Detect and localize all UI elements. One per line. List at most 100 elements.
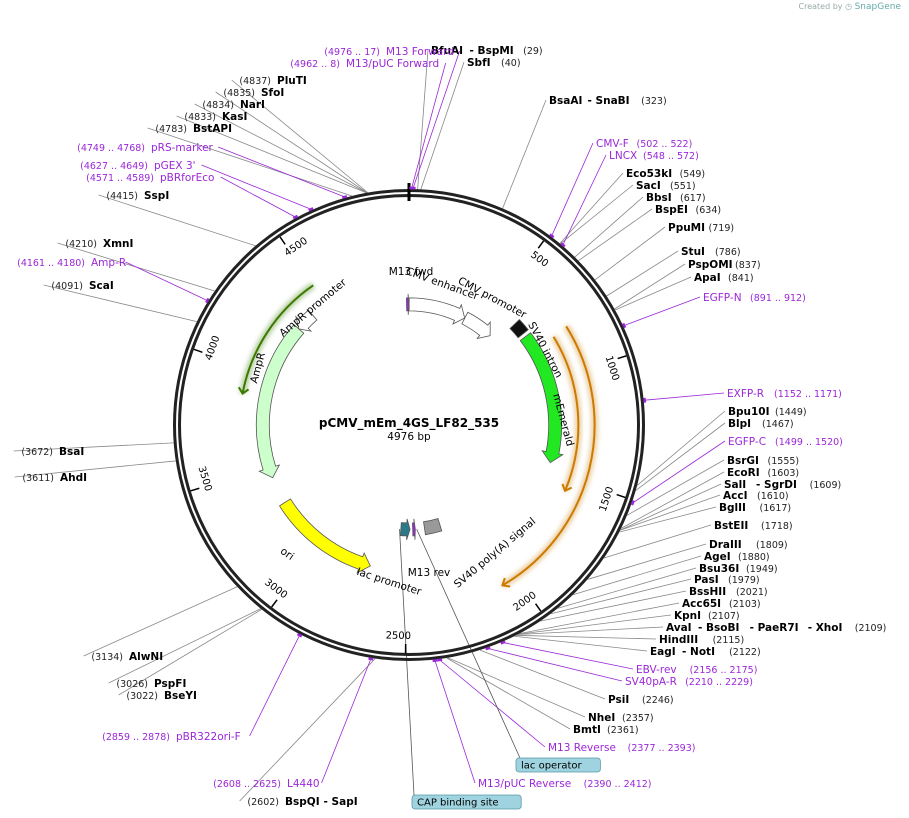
primer-name[interactable]: LNCX: [609, 150, 637, 162]
primer-m13-puc-forward[interactable]: M13/pUC Forward(4962 .. 8): [290, 58, 439, 70]
enzyme-site-kasi[interactable]: (4833)KasI: [184, 111, 247, 123]
enzyme-name[interactable]: KasI: [222, 111, 247, 123]
enzyme-site-saci[interactable]: SacI(551): [636, 180, 696, 192]
primer-exfp-r[interactable]: EXFP-R(1152 .. 1171): [727, 388, 842, 400]
enzyme-site-bsu36i[interactable]: Bsu36I(1949): [699, 563, 778, 575]
enzyme-name[interactable]: AgeI: [704, 551, 731, 563]
feature-shape[interactable]: [406, 293, 410, 315]
primer-name[interactable]: pGEX 3': [154, 160, 196, 172]
primer-egfp-c[interactable]: EGFP-C(1499 .. 1520): [728, 436, 843, 448]
enzyme-site-alwni[interactable]: (3134)AlwNI: [91, 651, 163, 663]
primer-m13-forward[interactable]: M13 Forward(4976 .. 17): [324, 46, 454, 58]
enzyme-name[interactable]: KpnI: [674, 610, 701, 622]
feature-shape[interactable]: [278, 498, 371, 574]
enzyme-name[interactable]: SfoI: [261, 87, 284, 99]
enzyme-site-bspei[interactable]: BspEI(634): [655, 204, 721, 216]
enzyme-site-nhei[interactable]: NheI(2357): [588, 712, 654, 724]
enzyme-name[interactable]: PasI: [694, 574, 719, 586]
enzyme-name[interactable]: SbfI: [467, 57, 491, 69]
primer-name[interactable]: L4440: [287, 778, 320, 790]
enzyme-name[interactable]: AlwNI: [129, 651, 163, 663]
primer-sv40pa-r[interactable]: SV40pA-R(2210 .. 2229): [625, 676, 753, 688]
enzyme-site-pspfi[interactable]: (3026)PspFI: [116, 678, 186, 690]
enzyme-site-blpi[interactable]: BlpI(1467): [728, 418, 794, 430]
enzyme-name[interactable]: SspI: [144, 190, 169, 202]
enzyme-site-scai[interactable]: (4091)ScaI: [51, 280, 113, 292]
feature-sv40-intron[interactable]: [509, 318, 529, 339]
enzyme-site-sfoi[interactable]: (4835)SfoI: [223, 87, 284, 99]
primer-name[interactable]: M13/pUC Reverse: [478, 778, 571, 790]
feature-shape[interactable]: [412, 518, 416, 540]
enzyme-name-2[interactable]: - SapI: [324, 796, 358, 808]
feature-shape[interactable]: [423, 518, 443, 536]
enzyme-name[interactable]: Acc65I: [682, 598, 721, 610]
primer-m13-reverse[interactable]: M13 Reverse(2377 .. 2393): [548, 742, 695, 754]
enzyme-site-bsai[interactable]: (3672)BsaI: [21, 446, 84, 458]
enzyme-site-pluti[interactable]: (4837)PluTI: [239, 75, 306, 87]
enzyme-name[interactable]: AvaI: [666, 622, 692, 634]
enzyme-name[interactable]: PluTI: [277, 75, 307, 87]
primer-prs-marker[interactable]: pRS-marker(4749 .. 4768): [77, 142, 213, 154]
enzyme-name[interactable]: BstAPI: [193, 123, 232, 135]
enzyme-site-draiii[interactable]: DraIII(1809): [709, 539, 788, 551]
enzyme-name[interactable]: BspQI: [285, 796, 320, 808]
enzyme-name[interactable]: AhdI: [60, 472, 87, 484]
enzyme-site-bsrgi[interactable]: BsrGI(1555): [727, 455, 799, 467]
enzyme-name[interactable]: BseYI: [164, 690, 197, 702]
primer-name[interactable]: pBR322ori-F: [176, 731, 241, 743]
enzyme-name[interactable]: NarI: [240, 99, 265, 111]
primer-pgex-3[interactable]: pGEX 3'(4627 .. 4649): [80, 160, 195, 172]
enzyme-site-bstapi[interactable]: (4783)BstAPI: [155, 123, 232, 135]
enzyme-site-bspqi[interactable]: (2602)BspQI- SapI: [247, 796, 357, 808]
enzyme-name[interactable]: PspFI: [154, 678, 186, 690]
primer-name[interactable]: Amp-R: [91, 257, 126, 269]
enzyme-name[interactable]: AccI: [723, 490, 747, 502]
enzyme-name[interactable]: EagI: [650, 646, 676, 658]
enzyme-name[interactable]: Bpu10I: [728, 406, 770, 418]
primer-pbrforeco[interactable]: pBRforEco(4571 .. 4589): [86, 172, 214, 184]
feature-cmv-promoter[interactable]: [461, 311, 491, 340]
enzyme-name[interactable]: HindIII: [659, 634, 698, 646]
boxed-feature-cap-binding-site[interactable]: CAP binding site: [411, 794, 522, 810]
enzyme-site-bpu10i[interactable]: Bpu10I(1449): [728, 406, 807, 418]
enzyme-name2[interactable]: - BsoBI: [698, 622, 739, 634]
primer-l4440[interactable]: L4440(2608 .. 2625): [213, 778, 319, 790]
feature-ori[interactable]: [278, 498, 371, 574]
enzyme-name3[interactable]: - PaeR7I: [750, 622, 799, 634]
enzyme-site-eagi[interactable]: EagI- NotI(2122): [650, 646, 761, 658]
enzyme-site-psii[interactable]: PsiI(2246): [608, 694, 674, 706]
primer-name[interactable]: M13 Reverse: [548, 742, 616, 754]
primer-name[interactable]: EXFP-R: [727, 388, 764, 400]
enzyme-site-bbsi[interactable]: BbsI(617): [646, 192, 706, 204]
feature-ampr[interactable]: [255, 324, 305, 479]
enzyme-name[interactable]: BsaI: [59, 446, 84, 458]
enzyme-name[interactable]: Eco53kI: [626, 168, 672, 180]
feature-shape[interactable]: [408, 297, 466, 325]
feature-shape[interactable]: [255, 324, 305, 479]
enzyme-name2[interactable]: - SgrDI: [756, 479, 797, 491]
feature-memerald[interactable]: [519, 332, 564, 464]
enzyme-name[interactable]: StuI: [681, 246, 705, 258]
enzyme-site-acc65i[interactable]: Acc65I(2103): [682, 598, 761, 610]
feature-shape[interactable]: [519, 332, 564, 464]
enzyme-name[interactable]: XmnI: [103, 238, 133, 250]
enzyme-name[interactable]: BsrGI: [727, 455, 759, 467]
enzyme-name[interactable]: SalI: [724, 479, 746, 491]
enzyme-site-ahdi[interactable]: (3611)AhdI: [22, 472, 87, 484]
enzyme-site-bfuai[interactable]: BfuAI- BspMI(29): [431, 45, 543, 57]
enzyme-site-hindiii[interactable]: HindIII(2115): [659, 634, 744, 646]
primer-pbr322ori-f[interactable]: pBR322ori-F(2859 .. 2878): [102, 731, 241, 743]
feature-ampr-promoter[interactable]: [295, 309, 318, 332]
enzyme-site-eco53ki[interactable]: Eco53kI(549): [626, 168, 705, 180]
enzyme-name[interactable]: PpuMI: [668, 222, 705, 234]
enzyme-site-stui[interactable]: StuI(786): [681, 246, 741, 258]
enzyme-name[interactable]: ScaI: [89, 280, 114, 292]
enzyme-site-pasi[interactable]: PasI(1979): [694, 574, 760, 586]
enzyme-name[interactable]: EcoRI: [727, 467, 760, 479]
enzyme-site-bsshii[interactable]: BssHII(2021): [689, 586, 768, 598]
enzyme-site-ppumi[interactable]: PpuMI(719): [668, 222, 734, 234]
primer-name[interactable]: SV40pA-R: [625, 676, 677, 688]
enzyme-name2[interactable]: - SnaBI: [588, 95, 630, 107]
enzyme-name2[interactable]: - NotI: [682, 646, 715, 658]
enzyme-name[interactable]: BglII: [719, 502, 746, 514]
